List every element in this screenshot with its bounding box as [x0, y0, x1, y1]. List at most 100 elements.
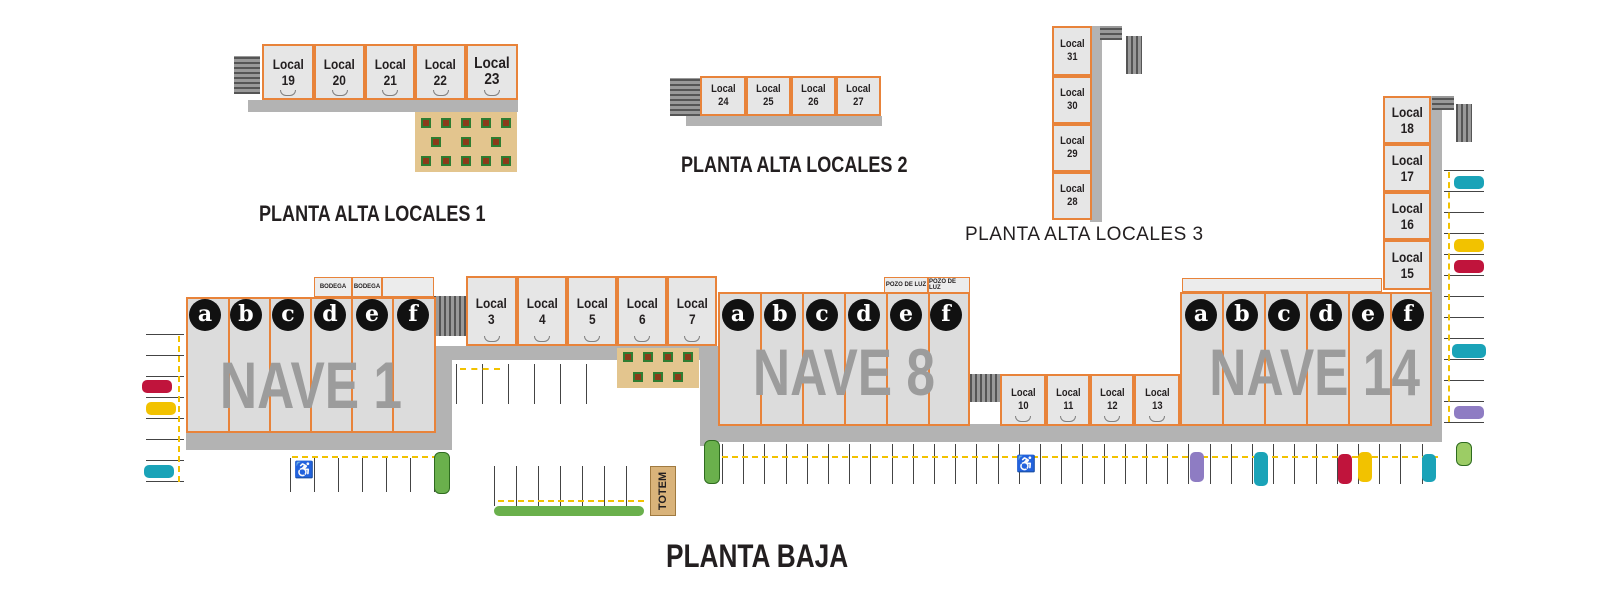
bodega-row — [1182, 278, 1382, 292]
local-23[interactable]: Local 23 — [466, 44, 518, 100]
parking-line — [976, 444, 978, 484]
bay-letter-b: b — [764, 299, 796, 331]
local-5[interactable]: Local 5 — [567, 276, 617, 346]
local-20[interactable]: Local 20 — [314, 44, 365, 100]
local-24[interactable]: Local 24 — [700, 76, 746, 116]
tree-icon — [1456, 442, 1472, 466]
hedge — [494, 506, 644, 516]
table-icon — [481, 118, 491, 128]
parking-line — [1444, 317, 1484, 318]
local-22[interactable]: Local 22 — [415, 44, 466, 100]
parking-line — [849, 444, 851, 484]
local-16[interactable]: Local 16 — [1383, 192, 1431, 240]
nave-8-title: NAVE 8 — [752, 335, 936, 409]
parking-line — [1082, 444, 1084, 484]
parking-line — [1444, 422, 1484, 423]
local-label: Local 25 — [756, 83, 781, 108]
local-11[interactable]: Local 11 — [1046, 374, 1090, 426]
door-icon — [1104, 416, 1120, 422]
walkway — [248, 100, 518, 112]
local-label: Local 13 — [1144, 387, 1170, 412]
local-15[interactable]: Local 15 — [1383, 240, 1431, 290]
car-icon — [1452, 344, 1486, 358]
nave-8[interactable]: NAVE 8 — [718, 292, 970, 426]
title-planta-baja: PLANTA BAJA — [666, 538, 849, 574]
parking-line — [1444, 338, 1484, 339]
parking-line — [1124, 444, 1126, 484]
car-icon — [1454, 239, 1484, 252]
nave-14-title: NAVE 14 — [1209, 335, 1421, 409]
local-28[interactable]: Local 28 — [1052, 172, 1092, 220]
local-27[interactable]: Local 27 — [836, 76, 881, 116]
parking-line — [1040, 444, 1041, 484]
local-label: Local 29 — [1059, 135, 1085, 160]
walkway — [436, 346, 452, 450]
table-icon — [673, 372, 683, 382]
wheelchair-icon: ♿ — [1016, 456, 1036, 473]
nave-1[interactable]: NAVE 1 — [186, 297, 436, 433]
bay-letter-b: b — [230, 299, 262, 331]
stairs-icon — [234, 56, 260, 94]
local-26[interactable]: Local 26 — [791, 76, 836, 116]
local-31[interactable]: Local 31 — [1052, 26, 1092, 76]
parking-line — [290, 458, 291, 492]
bay-letter-c: c — [272, 299, 304, 331]
pozo-de-luz: POZO DE LUZ — [884, 277, 928, 293]
door-icon — [382, 90, 398, 96]
nave-14[interactable]: NAVE 14 — [1180, 292, 1432, 426]
parking-line — [912, 444, 914, 484]
parking-line — [1146, 444, 1147, 484]
local-21[interactable]: Local 21 — [365, 44, 415, 100]
bay-letter-c: c — [1268, 299, 1300, 331]
table-icon — [461, 156, 471, 166]
local-10[interactable]: Local 10 — [1000, 374, 1046, 426]
car-icon — [1254, 452, 1268, 486]
local-label: Local 7 — [676, 295, 708, 327]
parking-line — [1315, 444, 1317, 484]
local-label: Local 21 — [374, 56, 406, 88]
parking-line — [338, 458, 339, 492]
local-7[interactable]: Local 7 — [667, 276, 717, 346]
parking-line — [1444, 275, 1484, 276]
bay — [1266, 294, 1308, 424]
local-25[interactable]: Local 25 — [746, 76, 791, 116]
bay — [1308, 294, 1350, 424]
table-icon — [633, 372, 643, 382]
parking-line — [997, 444, 999, 484]
local-17[interactable]: Local 17 — [1383, 144, 1431, 192]
local-29[interactable]: Local 29 — [1052, 124, 1092, 172]
local-4[interactable]: Local 4 — [517, 276, 567, 346]
local-19[interactable]: Local 19 — [262, 44, 314, 100]
parking-line — [538, 466, 539, 506]
stairs-icon — [1100, 26, 1122, 40]
car-icon — [1338, 454, 1352, 484]
stairs-icon — [1126, 36, 1142, 74]
bay-letter-b: b — [1226, 299, 1258, 331]
parking-line — [1444, 380, 1484, 381]
bay-letter-e: e — [1352, 299, 1384, 331]
parking-line — [560, 466, 561, 506]
table-icon — [441, 156, 451, 166]
local-13[interactable]: Local 13 — [1134, 374, 1180, 426]
terrace — [415, 112, 517, 172]
local-12[interactable]: Local 12 — [1090, 374, 1134, 426]
bay — [1224, 294, 1266, 424]
parking-line — [1379, 444, 1381, 484]
local-18[interactable]: Local 18 — [1383, 96, 1431, 144]
local-6[interactable]: Local 6 — [617, 276, 667, 346]
bodega: BODEGA — [352, 277, 382, 297]
local-label: Local 27 — [846, 83, 871, 108]
local-label: Local 5 — [576, 295, 608, 327]
door-icon — [634, 336, 650, 342]
parking-line — [1061, 444, 1063, 484]
local-label: Local 11 — [1055, 387, 1081, 412]
table-icon — [643, 352, 653, 362]
parking-line — [362, 458, 363, 492]
car-icon — [1454, 176, 1484, 189]
local-3[interactable]: Local 3 — [466, 276, 517, 346]
local-30[interactable]: Local 30 — [1052, 76, 1092, 124]
local-label: Local 26 — [801, 83, 826, 108]
title-planta-alta-1: PLANTA ALTA LOCALES 1 — [259, 201, 486, 226]
parking-line — [1444, 296, 1484, 297]
parking-line — [1444, 254, 1484, 255]
